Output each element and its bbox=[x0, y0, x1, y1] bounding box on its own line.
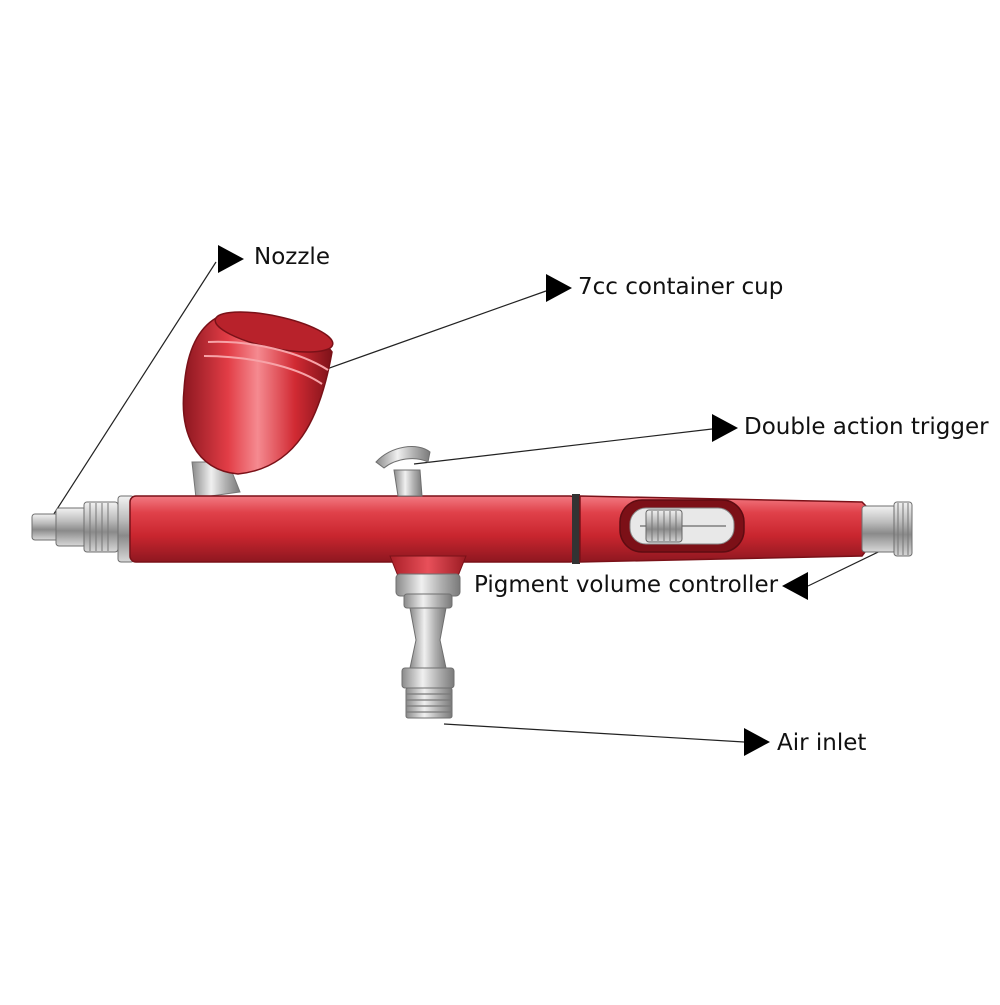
leader-line-nozzle bbox=[49, 261, 217, 521]
triangle-right-arrow-icon bbox=[712, 414, 738, 442]
callout-label-trigger: Double action trigger bbox=[744, 414, 989, 440]
callout-label-nozzle: Nozzle bbox=[254, 244, 330, 270]
callout-label-air-inlet: Air inlet bbox=[777, 730, 867, 756]
triangle-right-arrow-icon bbox=[744, 728, 770, 756]
callout-label-pigment-controller: Pigment volume controller bbox=[474, 572, 779, 598]
triangle-right-arrow-icon bbox=[218, 245, 244, 273]
airbrush-body bbox=[129, 494, 869, 577]
triangle-left-arrow-icon bbox=[782, 572, 808, 600]
leader-line-trigger bbox=[413, 428, 713, 465]
callout-label-container-cup: 7cc container cup bbox=[578, 274, 784, 300]
triangle-right-arrow-icon bbox=[546, 274, 572, 302]
callout-arrows bbox=[218, 245, 808, 756]
air-inlet bbox=[395, 573, 461, 719]
nozzle bbox=[31, 495, 135, 563]
double-action-trigger bbox=[375, 446, 431, 497]
leader-line-air bbox=[443, 723, 745, 743]
pigment-volume-controller bbox=[861, 501, 913, 557]
container-cup bbox=[182, 311, 334, 475]
